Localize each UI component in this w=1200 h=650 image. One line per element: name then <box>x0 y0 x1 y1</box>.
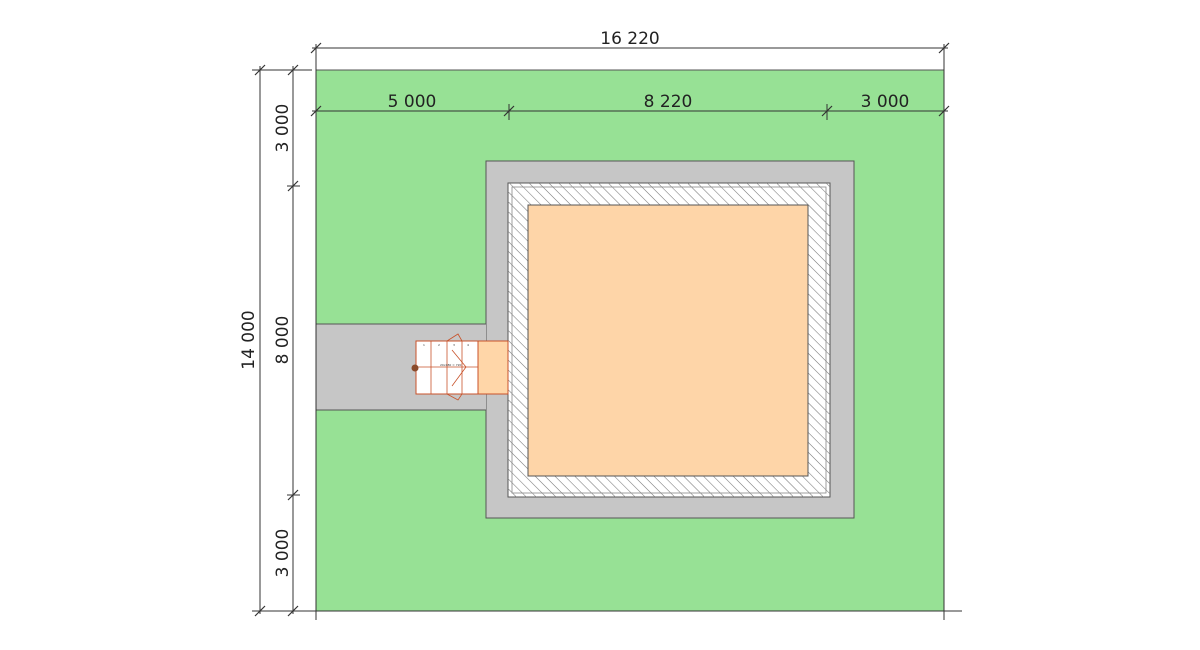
stair-arrow <box>451 349 467 387</box>
dimension-label: 3 000 <box>273 529 293 578</box>
stair-winder <box>446 333 463 342</box>
stair-winder <box>446 393 463 401</box>
dimension-label: 16 220 <box>600 29 659 49</box>
dimension-label: 3 000 <box>273 104 293 153</box>
dimension-left-column: 3 000 8 000 3 000 <box>273 64 300 617</box>
dimension-label: 8 000 <box>273 316 293 365</box>
dimension-top-row: 5 000 8 220 3 000 <box>310 92 950 120</box>
dimension-label: 3 000 <box>861 92 910 112</box>
dimension-label: 5 000 <box>388 92 437 112</box>
stair-step-label: 2 <box>438 343 440 347</box>
stair: 1 2 3 4 20x180 = 720 <box>411 333 479 401</box>
house-interior <box>527 204 809 477</box>
dimension-label: 8 220 <box>644 92 693 112</box>
wall-inner-line <box>511 186 827 494</box>
dimension-overall-width: 16 220 <box>310 29 950 620</box>
dimension-overall-height: 14 000 <box>239 64 962 617</box>
stair-step-label: 4 <box>467 343 469 347</box>
stair-step-label: 1 <box>423 343 425 347</box>
entry-landing <box>477 340 509 395</box>
stair-step-label: 3 <box>453 343 455 347</box>
dimension-label: 14 000 <box>239 310 259 369</box>
stair-start-dot <box>411 364 419 372</box>
stair-note: 20x180 = 720 <box>440 363 462 367</box>
